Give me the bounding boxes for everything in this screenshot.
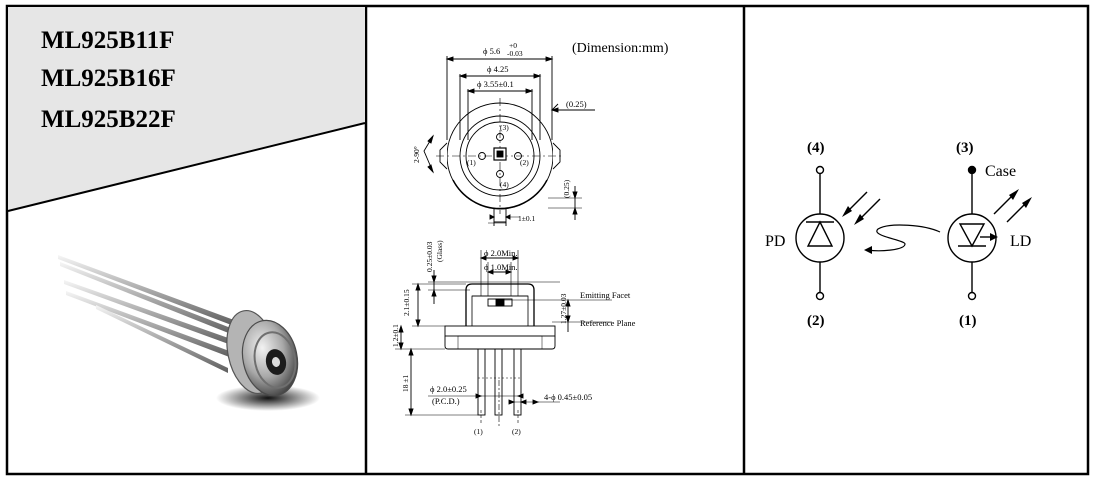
ref-height-label: 1.27±0.03 (559, 293, 568, 324)
light-wave-icon (867, 224, 941, 252)
top-view: ϕ 5.6 +0 -0.03 ϕ 4.25 ϕ 3.55±0.1 (0.25) (412, 41, 595, 226)
side-pin-1: (1) (474, 427, 483, 436)
glass-note: (Glass) (435, 240, 444, 262)
tab-width-label: 1±0.1 (518, 214, 535, 223)
model-panel: ML925B11F ML925B16F ML925B22F (7, 7, 366, 411)
offset-right-label: (0.25) (566, 99, 587, 109)
reference-plane-label: Reference Plane (580, 318, 636, 328)
photo-shadow (216, 385, 320, 411)
pcd-note: (P.C.D.) (432, 396, 460, 406)
photo-can-rim (253, 331, 297, 389)
dia-inner-label: ϕ 3.55±0.1 (477, 79, 514, 89)
dia-outer-label: ϕ 5.6 (483, 46, 500, 56)
angle-label: 2-90° (412, 146, 421, 163)
model-name-2: ML925B16F (41, 65, 176, 92)
model-banner (8, 7, 365, 211)
top-pin-2: (2) (520, 158, 529, 167)
light-in-arrow-icon (842, 206, 852, 217)
ld-case-terminal (967, 165, 977, 175)
dia-outer-tol-bot: -0.03 (507, 49, 523, 58)
side-view: 0.25±0.03 (Glass) ϕ 2.0Min. ϕ 1.0Min. (391, 240, 636, 436)
top-pin-4: (4) (500, 180, 509, 189)
outer-border (5, 4, 1090, 476)
flange-label: 1.2±0.1 (391, 324, 400, 347)
side-pin-2: (2) (512, 427, 521, 436)
window-dia2: ϕ 1.0Min. (484, 262, 518, 272)
photo-chip (271, 357, 281, 367)
product-photo (58, 255, 320, 411)
glass-label: 0.25±0.03 (425, 241, 434, 272)
photo-lead-1 (58, 255, 234, 326)
photo-lead-5 (96, 305, 228, 373)
tab-height-label: (0.25) (562, 179, 571, 198)
banner-diagonal (7, 122, 366, 212)
lead-dia-label: 4-ϕ 0.45±0.05 (544, 392, 592, 402)
light-out-arrow-icon (1009, 189, 1019, 200)
top-pin-3: (3) (500, 123, 509, 132)
case-label: Case (985, 163, 1016, 180)
pd-bottom-pin: (2) (807, 313, 825, 329)
emitting-facet-label: Emitting Facet (580, 290, 631, 300)
ld-label: LD (1010, 233, 1031, 250)
dia-outer-tol-top: +0 (509, 41, 517, 50)
photo-lead-4 (66, 291, 232, 358)
dimension-drawing: (Dimension:mm) ϕ 5.6 +0 -0.03 ϕ 4.25 ϕ 3… (391, 41, 669, 436)
photo-lead-2 (60, 262, 236, 336)
photo-lead-3 (64, 280, 234, 346)
top-pin-1: (1) (467, 158, 476, 167)
pd-bottom-terminal (815, 291, 825, 301)
pcd-label: ϕ 2.0±0.25 (430, 384, 467, 394)
model-name-1: ML925B11F (41, 27, 174, 54)
lead-length-label: 18 ±1 (401, 375, 410, 392)
dia-mid-label: ϕ 4.25 (487, 64, 508, 74)
model-name-3: ML925B22F (41, 106, 176, 133)
pin-schematic: (4) (2) PD (3) Case (1) LD (765, 140, 1032, 329)
ld-bottom-terminal (967, 291, 977, 301)
ld-top-pin: (3) (956, 140, 974, 156)
pd-top-pin: (4) (807, 140, 825, 156)
cap-height-label: 2.1±0.15 (402, 289, 411, 316)
window-dia1: ϕ 2.0Min. (484, 248, 518, 258)
dimension-note: (Dimension:mm) (572, 41, 669, 56)
ld-bottom-pin: (1) (959, 313, 977, 329)
ld-diode-icon (958, 223, 986, 248)
pd-top-terminal (815, 165, 825, 175)
pd-label: PD (765, 233, 785, 250)
pd-diode-icon (806, 220, 834, 247)
